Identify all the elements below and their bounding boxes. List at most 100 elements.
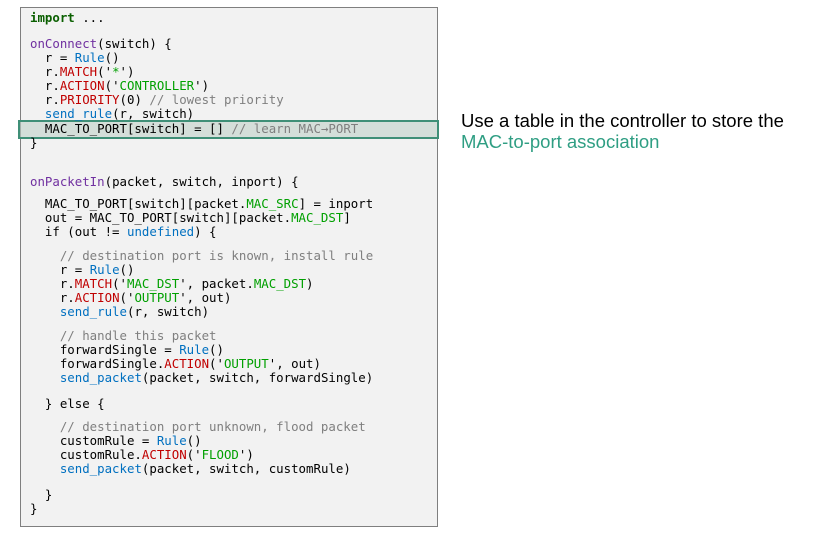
string-literal: OUTPUT [134,290,180,305]
code-line: r.ACTION('CONTROLLER') [30,79,209,93]
highlighted-code-line: MAC_TO_PORT[switch] = [] // learn MAC→PO… [30,122,358,136]
class-name: Rule [74,50,105,65]
code-text: (' [186,447,202,462]
code-text: (' [119,290,135,305]
code-line: r = Rule() [30,51,120,65]
code-line: r.MATCH('MAC_DST', packet.MAC_DST) [30,277,314,291]
function-call: send_packet [59,370,142,385]
code-line: MAC_TO_PORT[switch][packet.MAC_SRC] = in… [30,197,373,211]
code-line: r.ACTION('OUTPUT', out) [30,290,232,305]
code-text: ') [238,447,254,462]
code-line-onpacketin: onPacketIn(packet, switch, inport) { [30,175,299,189]
string-literal: FLOOD [201,447,239,462]
code-text: MAC_TO_PORT[switch] = [] [30,121,232,136]
method-name: ACTION [74,290,120,305]
code-line: send_rule(r, switch) [30,305,209,319]
code-line: } else { [30,397,105,411]
code-line: // handle this packet [30,329,217,343]
annotation-text: Use a table in the controller to store t… [461,110,835,152]
method-name: MATCH [74,276,113,291]
keyword: undefined [126,224,195,239]
code-line: r.MATCH('*') [30,64,135,79]
code-text: (' [97,64,113,79]
string-literal: CONTROLLER [119,78,195,93]
code-text: } [30,135,38,150]
code-text: (r, switch) [126,304,210,319]
code-text: ... [74,10,105,25]
keyword: import [30,10,75,25]
code-text: ) { [194,224,217,239]
code-comment: // lowest priority [149,92,284,107]
code-text: (' [209,356,224,371]
code-line: send_packet(packet, switch, forwardSingl… [30,371,373,385]
code-text: r = [30,50,75,65]
code-text [30,304,60,319]
code-text: (r, switch) [112,106,195,121]
code-line: } [30,136,37,150]
method-name: ACTION [164,356,210,371]
code-text: } [30,501,38,516]
code-text: customRule = [30,433,157,448]
code-line: r = Rule() [30,262,135,277]
function-call: send_rule [44,106,113,121]
annotation-line-2: MAC-to-port association [461,131,660,152]
code-text [30,106,45,121]
code-line: r.PRIORITY(0) // lowest priority [30,93,284,107]
code-text: (switch) { [97,36,172,51]
code-text: ', out) [179,290,232,305]
code-comment: // learn MAC→PORT [231,121,359,136]
code-text: () [119,262,135,277]
code-text: (packet, switch, inport) { [104,174,299,189]
code-line-import: import ... [30,11,105,25]
code-text: ') [119,64,135,79]
string-literal: MAC_DST [127,276,180,291]
code-text: r. [30,276,75,291]
field-name: MAC_SRC [246,196,299,211]
code-text [30,370,60,385]
code-comment: // handle this packet [30,328,217,343]
code-line: forwardSingle = Rule() [30,343,224,357]
field-name: MAC_DST [291,210,344,225]
class-name: Rule [156,433,187,448]
string-literal: OUTPUT [223,356,269,371]
code-line: out = MAC_TO_PORT[switch][packet.MAC_DST… [30,211,351,225]
code-panel [20,7,438,527]
code-text: } else { [30,396,105,411]
code-line: send_rule(r, switch) [30,107,194,121]
code-text: () [186,433,202,448]
method-name: MATCH [59,64,98,79]
code-line: // destination port unknown, flood packe… [30,420,366,434]
annotation-line-1: Use a table in the controller to store t… [461,110,784,131]
code-text: forwardSingle. [30,356,165,371]
code-text: ', packet. [179,276,254,291]
code-text: () [209,342,224,357]
method-name: PRIORITY [59,92,120,107]
code-text: (' [112,276,127,291]
code-line-onconnect: onConnect(switch) { [30,37,172,51]
function-name: onConnect [30,36,98,51]
method-name: ACTION [59,78,105,93]
code-comment: // destination port unknown, flood packe… [30,419,366,434]
code-text: forwardSingle = [30,342,180,357]
code-text: ') [194,78,210,93]
code-text: out = MAC_TO_PORT[switch][packet. [30,210,292,225]
code-text: (0) [119,92,150,107]
code-text: ] [343,210,351,225]
method-name: ACTION [141,447,187,462]
code-line: customRule = Rule() [30,434,202,448]
class-name: Rule [179,342,210,357]
code-text [30,461,60,476]
code-text: (packet, switch, forwardSingle) [141,370,374,385]
code-text: (packet, switch, customRule) [141,461,351,476]
function-call: send_rule [59,304,127,319]
code-text: ] = inport [298,196,374,211]
code-text: r = [30,262,90,277]
function-name: onPacketIn [30,174,105,189]
code-text: MAC_TO_PORT[switch][packet. [30,196,247,211]
code-line: send_packet(packet, switch, customRule) [30,462,351,476]
code-line: if (out != undefined) { [30,225,217,239]
code-text: r. [30,78,60,93]
code-line: customRule.ACTION('FLOOD') [30,448,254,462]
code-line: } [30,488,52,502]
code-text: () [104,50,120,65]
